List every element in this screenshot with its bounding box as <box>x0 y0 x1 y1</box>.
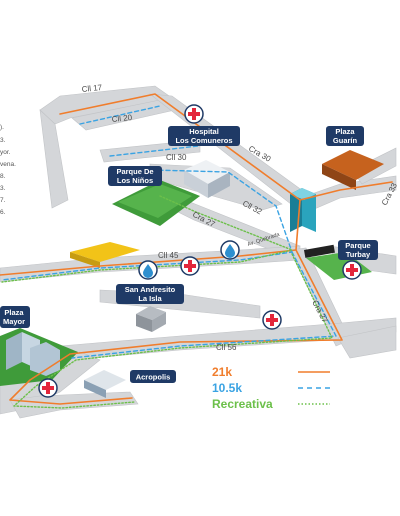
label-parque-ninos-line2: Los Niños <box>117 176 153 185</box>
guarin-front <box>322 164 356 190</box>
san-andresito-top <box>136 306 166 320</box>
legend-label-21k: 21k <box>212 365 232 379</box>
street-label-cll56: Cll 56 <box>216 343 237 352</box>
buildings <box>6 150 384 398</box>
route-21k <box>0 93 393 405</box>
label-plaza-guarin-line2: Guarín <box>333 136 358 145</box>
edge-fragment: 7. <box>0 197 6 204</box>
label-parque-turbay-line1: Parque <box>345 241 370 250</box>
label-parque-turbay[interactable]: Parque Turbay <box>338 240 378 260</box>
medical-cross-icon[interactable] <box>38 378 58 398</box>
legend-label-recreativa: Recreativa <box>212 397 273 411</box>
route-legend: 21k 10.5k Recreativa <box>212 365 330 411</box>
street-label-cll20: Cll 20 <box>111 113 133 124</box>
edge-fragment: 8. <box>0 173 6 180</box>
label-plaza-mayor-line2: Mayor <box>3 317 25 326</box>
route-10k <box>1 105 337 359</box>
left-edge-fragments: ). 3. yor. vena. 8. 3. 7. 6. <box>0 124 16 216</box>
edge-fragment: 3. <box>0 137 6 144</box>
acropolis-front <box>84 380 106 398</box>
edge-fragment: 3. <box>0 185 6 192</box>
hospital-building-top <box>184 160 230 184</box>
label-san-andresito-line1: San Andresito <box>125 285 176 294</box>
place-labels: Hospital Los Comuneros Plaza Guarín Parq… <box>0 126 378 383</box>
label-acropolis[interactable]: Acropolis <box>130 370 176 383</box>
finish-banner <box>304 244 335 258</box>
medical-cross-icon[interactable] <box>262 310 282 330</box>
road-cra-west <box>39 109 69 209</box>
label-parque-ninos[interactable]: Parque De Los Niños <box>108 166 162 186</box>
water-drop-icon[interactable] <box>220 240 240 260</box>
label-parque-turbay-line2: Turbay <box>346 250 371 259</box>
medical-points <box>38 104 362 398</box>
edge-fragment: yor. <box>0 149 11 156</box>
routes <box>0 93 393 409</box>
road-bottom-left <box>9 391 139 419</box>
label-acropolis-text: Acropolis <box>136 373 171 382</box>
route-recreativa <box>1 195 333 409</box>
park-ninos-lawn-top <box>118 184 192 218</box>
label-plaza-guarin-line1: Plaza <box>335 127 355 136</box>
label-plaza-mayor-line1: Plaza <box>4 308 24 317</box>
street-label-cll17: Cll 17 <box>81 83 103 94</box>
water-points <box>138 240 240 280</box>
hospital-building-left <box>184 170 208 198</box>
acropolis-top <box>84 370 126 390</box>
medical-cross-icon[interactable] <box>342 260 362 280</box>
label-plaza-mayor[interactable]: Plaza Mayor <box>0 306 30 328</box>
plaza-mayor-block1 <box>6 332 22 370</box>
edge-fragment: 6. <box>0 209 6 216</box>
water-drop-icon[interactable] <box>138 260 158 280</box>
label-plaza-guarin[interactable]: Plaza Guarín <box>326 126 364 146</box>
label-san-andresito-line2: La Isla <box>138 294 162 303</box>
plaza-mayor-block3 <box>30 342 60 376</box>
street-label-cll30: Cll 30 <box>166 153 187 162</box>
san-andresito-right <box>152 312 166 332</box>
label-hospital-line2: Los Comuneros <box>175 136 232 145</box>
label-hospital[interactable]: Hospital Los Comuneros <box>168 126 240 146</box>
hospital-building-right <box>208 172 230 198</box>
road-east-south <box>337 325 397 359</box>
warehouse-front <box>70 252 100 268</box>
guarin-roof <box>322 150 384 180</box>
street-label-cll45: Cll 45 <box>158 251 179 260</box>
label-parque-ninos-line1: Parque De <box>116 167 153 176</box>
edge-fragment: ). <box>0 124 4 131</box>
label-hospital-line1: Hospital <box>189 127 219 136</box>
edge-fragment: vena. <box>0 161 16 168</box>
legend-label-10k: 10.5k <box>212 381 242 395</box>
warehouse-top <box>70 242 140 262</box>
medical-cross-icon[interactable] <box>184 104 204 124</box>
label-san-andresito[interactable]: San Andresito La Isla <box>116 284 184 304</box>
medical-cross-icon[interactable] <box>180 256 200 276</box>
san-andresito-left <box>136 314 152 332</box>
